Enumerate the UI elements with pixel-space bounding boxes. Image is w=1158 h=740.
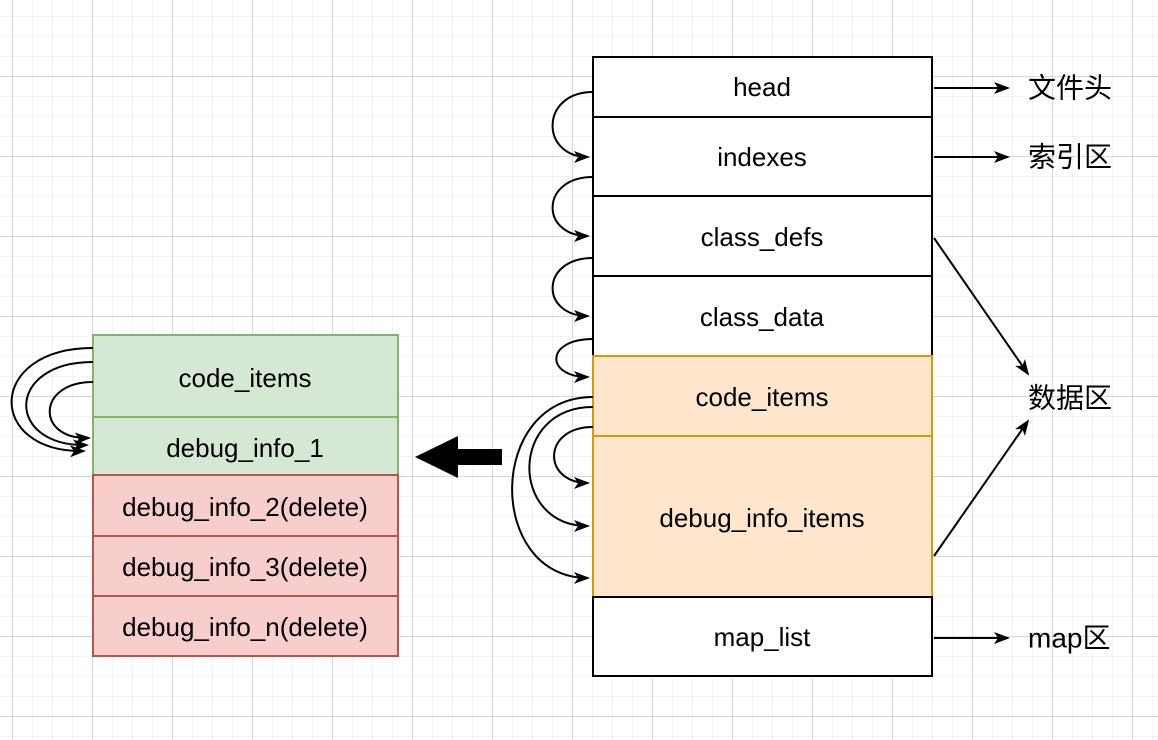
right-stack-arcs <box>511 91 594 584</box>
box-label-left-code-items: code_items <box>179 363 312 393</box>
arc-code-items-to-debug-info-items-2 <box>528 406 594 532</box>
label-file-header: 文件头 <box>1028 73 1112 104</box>
arc-head-to-indexes <box>551 91 594 163</box>
box-label-debug-info-1: debug_info_1 <box>166 433 324 463</box>
arrow-debug-info-items-to-data-area <box>933 419 1030 557</box>
box-debug-info-3 <box>92 535 399 597</box>
box-label-head: head <box>733 72 791 102</box>
box-label-indexes: indexes <box>717 142 807 172</box>
box-debug-info-n <box>92 595 399 657</box>
box-label-debug-info-items: debug_info_items <box>659 503 864 533</box>
box-label-debug-info-n: debug_info_n(delete) <box>122 612 368 642</box>
arrow-class-defs-to-data-area <box>933 237 1030 376</box>
box-label-map-list: map_list <box>714 622 812 652</box>
box-debug-info-items <box>592 435 933 598</box>
box-label-class-data: class_data <box>700 302 825 332</box>
box-label-class-defs: class_defs <box>701 222 824 252</box>
arc-class-defs-to-class-data <box>551 257 594 322</box>
box-indexes <box>592 116 933 197</box>
box-left-code-items <box>92 334 399 418</box>
merge-arrow <box>415 436 502 478</box>
left-stack-arcs <box>10 347 94 458</box>
arc-left-code-items-to-debug-info-1-a <box>10 347 94 458</box>
arc-left-code-items-to-debug-info-1-c <box>48 381 94 445</box>
box-class-data <box>592 275 933 357</box>
left-stack: code_items debug_info_1 debug_info_2(del… <box>92 334 399 657</box>
label-map-area: map区 <box>1028 623 1110 654</box>
arc-code-items-to-debug-info-items-1 <box>511 396 594 584</box>
box-head <box>592 56 933 118</box>
arc-left-code-items-to-debug-info-1-b <box>25 361 94 452</box>
arc-code-items-to-debug-info-items-3 <box>553 426 594 489</box>
arc-indexes-to-class-defs <box>551 176 594 242</box>
box-class-defs <box>592 195 933 277</box>
right-stack: head indexes class_defs class_data code_… <box>592 56 933 677</box>
box-label-debug-info-2: debug_info_2(delete) <box>122 492 368 522</box>
box-map-list <box>592 596 933 677</box>
label-data-area: 数据区 <box>1028 383 1112 414</box>
region-arrows <box>933 82 1030 644</box>
label-index-area: 索引区 <box>1028 142 1112 173</box>
box-label-code-items: code_items <box>696 382 829 412</box>
arc-class-data-to-code-items <box>555 338 594 383</box>
box-label-debug-info-3: debug_info_3(delete) <box>122 552 368 582</box>
box-debug-info-2 <box>92 474 399 537</box>
region-labels: 文件头 索引区 数据区 map区 <box>1028 73 1112 654</box>
